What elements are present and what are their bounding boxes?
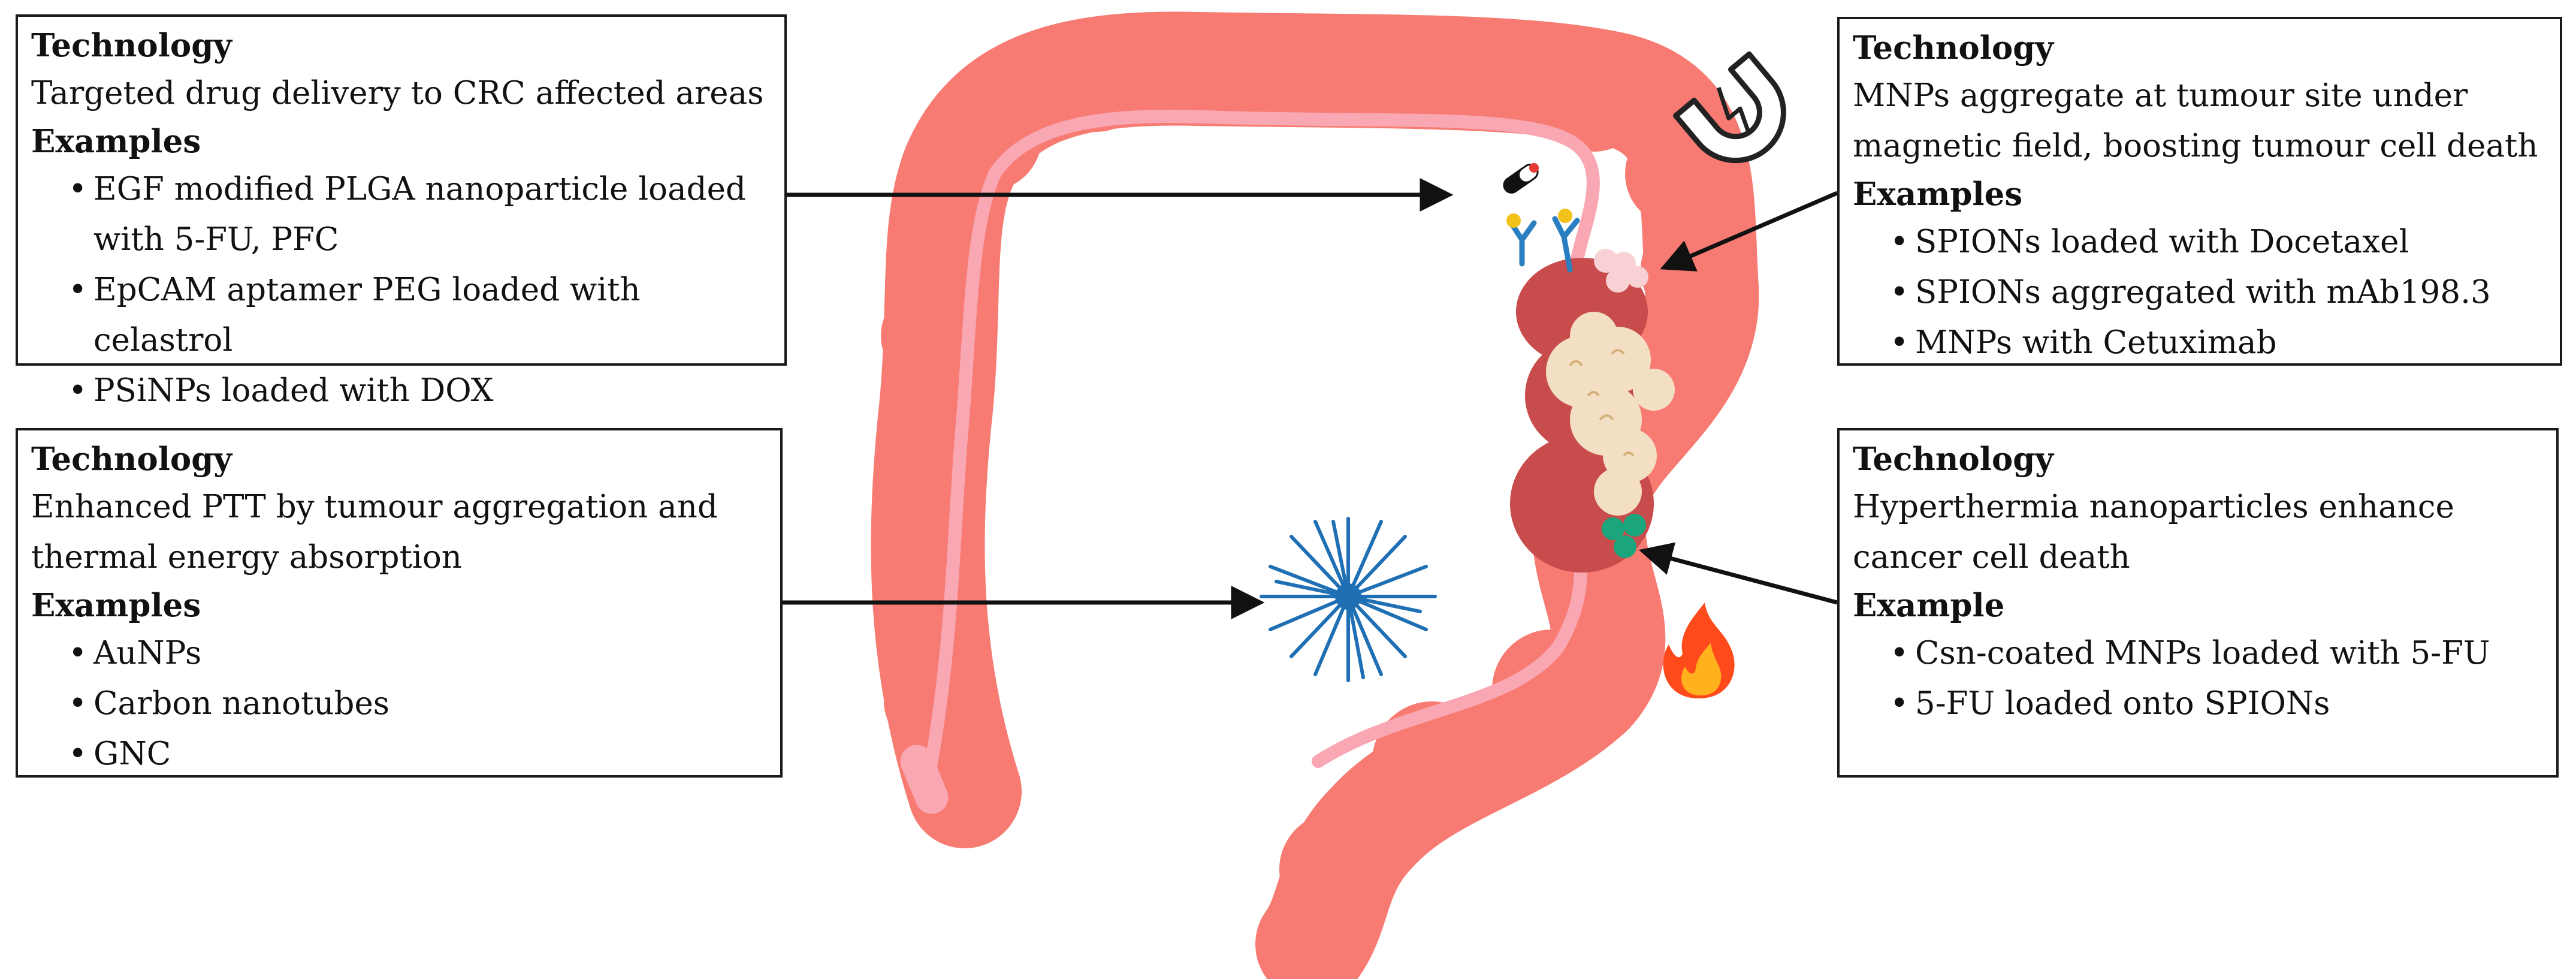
box-magnetic-aggregation: Technology MNPs aggregate at tumour site… [1837, 17, 2562, 368]
example-item: EpCAM aptamer PEG loaded with celastrol [31, 265, 784, 366]
green-nanoparticles [1602, 514, 1646, 558]
magnet-icon [1673, 51, 1786, 164]
example-item: SPIONs aggregated with mAb198.3 [1853, 267, 2560, 318]
example-item: GNC [31, 729, 780, 779]
examples-list: SPIONs loaded with Docetaxel SPIONs aggr… [1853, 217, 2560, 368]
technology-text: Targeted drug delivery to CRC affected a… [31, 75, 764, 112]
example-item: 5-FU loaded onto SPIONs [1853, 679, 2556, 729]
arrow-hyperthermia [1638, 542, 1838, 605]
flame-icon [1663, 603, 1735, 698]
box-targeted-delivery: Technology Targeted drug delivery to CRC… [16, 14, 787, 416]
examples-heading: Examples [1853, 176, 2023, 213]
technology-heading: Technology [1853, 29, 2054, 67]
examples-list: Csn-coated MNPs loaded with 5-FU 5-FU lo… [1853, 628, 2556, 729]
technology-heading: Technology [31, 441, 232, 478]
examples-heading: Examples [31, 587, 201, 624]
technology-heading: Technology [1853, 441, 2054, 478]
example-item: MNPs with Cetuximab [1853, 318, 2560, 368]
example-item: EGF modified PLGA nanoparticle loaded wi… [31, 164, 784, 265]
examples-list: EGF modified PLGA nanoparticle loaded wi… [31, 164, 784, 416]
box-hyperthermia: Technology Hyperthermia nanoparticles en… [1837, 428, 2559, 778]
box-photothermal: Technology Enhanced PTT by tumour aggreg… [16, 428, 783, 779]
antibody-icon [1508, 216, 1580, 273]
technology-text: Hyperthermia nanoparticles enhance cance… [1853, 489, 2454, 576]
nanoparticle-burst-icon [1260, 517, 1437, 682]
arrow-magnetic [1660, 191, 1838, 272]
technology-text: Enhanced PTT by tumour aggregation and t… [31, 489, 718, 576]
example-item: SPIONs loaded with Docetaxel [1853, 217, 2560, 267]
technology-heading: Technology [31, 27, 232, 64]
examples-list: AuNPs Carbon nanotubes GNC [31, 628, 780, 779]
pink-nanoparticle-cluster [1594, 249, 1648, 293]
example-item: AuNPs [31, 628, 780, 679]
examples-heading: Example [1853, 587, 2005, 624]
examples-heading: Examples [31, 123, 201, 160]
technology-text: MNPs aggregate at tumour site under magn… [1853, 77, 2538, 164]
example-item: Csn-coated MNPs loaded with 5-FU [1853, 628, 2556, 679]
example-item: Carbon nanotubes [31, 679, 780, 729]
example-item: PSiNPs loaded with DOX [31, 366, 784, 416]
